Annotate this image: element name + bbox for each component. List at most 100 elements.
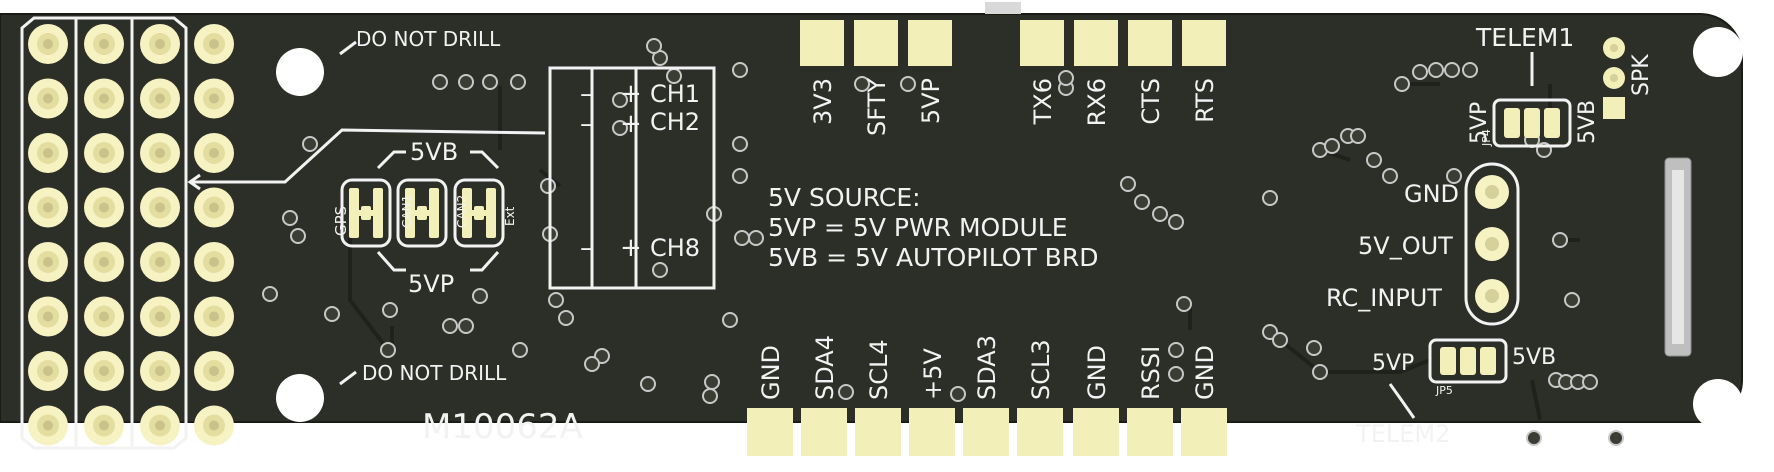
via [262, 286, 278, 302]
jumper-arrow-head [187, 173, 201, 191]
header-pin [140, 242, 180, 282]
header-pin [84, 133, 124, 173]
bottom-edge-pad [909, 408, 955, 456]
via [1272, 332, 1288, 348]
via [282, 210, 298, 226]
telem1-5vp-label: 5VP [1467, 102, 1492, 144]
trace-segment [1278, 338, 1431, 374]
via [1168, 366, 1184, 382]
sel-5vb-label: 5VB [410, 138, 458, 166]
ch1-label: CH1 [650, 80, 700, 108]
via [1412, 64, 1428, 80]
jp5-pads [1440, 347, 1496, 375]
telem1-5vb-label: 5VB [1575, 100, 1600, 144]
via [1526, 430, 1542, 446]
bottom-edge-pad [855, 408, 901, 456]
source-line-1: 5V SOURCE: [768, 183, 921, 212]
rc-input-label: RC_INPUT [1326, 284, 1442, 312]
top-edge-pad-label: SFTY [863, 78, 891, 136]
via [558, 310, 574, 326]
via [584, 356, 600, 372]
rc-input-header-outline [1464, 162, 1520, 326]
via [640, 376, 656, 392]
svg-text:–: – [580, 79, 593, 109]
via [548, 292, 564, 308]
via [1176, 296, 1192, 312]
via [302, 136, 318, 152]
can2-label: CAN2 [455, 195, 469, 228]
telem2-leader [1388, 383, 1416, 419]
header-pin [84, 405, 124, 446]
via [380, 342, 396, 358]
header-pin [194, 24, 234, 64]
via [432, 74, 448, 90]
via [1168, 214, 1184, 230]
via [1462, 62, 1478, 78]
jp4-pads [1504, 108, 1560, 138]
telem2-label: TELEM2 [1355, 420, 1450, 448]
svg-text:+: + [620, 109, 642, 139]
rc-polarity-marks: –+ –+ –+ [580, 79, 642, 263]
via [1134, 194, 1150, 210]
source-line-2: 5VP = 5V PWR MODULE [768, 213, 1068, 242]
trace-segment [1530, 379, 1542, 421]
do-not-drill-bottom-label: DO NOT DRILL [362, 361, 507, 385]
header-pin [194, 351, 234, 391]
top-edge-pad [908, 20, 952, 66]
via [290, 228, 306, 244]
via [1058, 70, 1074, 86]
gps-label: GPS [332, 206, 350, 236]
via [1564, 292, 1580, 308]
via [1552, 232, 1568, 248]
header-pin [84, 351, 124, 391]
spk-pads [1603, 37, 1625, 119]
gnd-right-label: GND [1404, 180, 1459, 208]
via [1120, 176, 1136, 192]
via [1324, 138, 1340, 154]
header-pin [140, 296, 180, 337]
via [612, 120, 628, 136]
via [950, 386, 966, 402]
via [510, 74, 526, 90]
via [702, 388, 718, 404]
bottom-edge-pad-label: +5V [919, 348, 947, 400]
via [1350, 128, 1366, 144]
via [1444, 62, 1460, 78]
do-not-drill-top-label: DO NOT DRILL [356, 27, 501, 51]
telem2-5vb-label: 5VB [1512, 345, 1556, 370]
pin-header-grid [28, 24, 234, 446]
do-not-drill-bottom-leader [339, 370, 357, 386]
do-not-drill-top-leader [339, 40, 357, 56]
jp5-outline [1428, 338, 1508, 384]
header-pin [28, 187, 68, 228]
via-holes [262, 38, 1624, 446]
via [612, 92, 628, 108]
bottom-edge-pad [1017, 408, 1063, 456]
power-select-jumpers [340, 178, 505, 248]
via [1168, 342, 1184, 358]
via [900, 76, 916, 92]
header-pin [194, 133, 234, 173]
bottom-edge-pad-label: SDA4 [811, 335, 839, 400]
header-pin [84, 78, 124, 119]
via [1428, 62, 1444, 78]
usb-connector [1664, 157, 1692, 357]
top-edge-pad [854, 20, 898, 66]
solder-jumper [453, 178, 505, 248]
bottom-edge-pad [1181, 408, 1227, 456]
header-pin [140, 24, 180, 64]
telem2-5vp-label: 5VP [1372, 351, 1414, 376]
top-edge-pad-label: RTS [1191, 78, 1219, 123]
header-pin [194, 78, 234, 119]
v5-out-label: 5V_OUT [1358, 232, 1453, 260]
bottom-edge-pad-label: GND [1083, 345, 1111, 400]
top-edge-pad-label: RX6 [1083, 78, 1111, 126]
jumper-group-bracket-bottom [376, 251, 500, 272]
header-pin [140, 133, 180, 173]
top-edge-pad [1020, 20, 1064, 66]
header-pin [140, 405, 180, 446]
header-pin [84, 187, 124, 228]
